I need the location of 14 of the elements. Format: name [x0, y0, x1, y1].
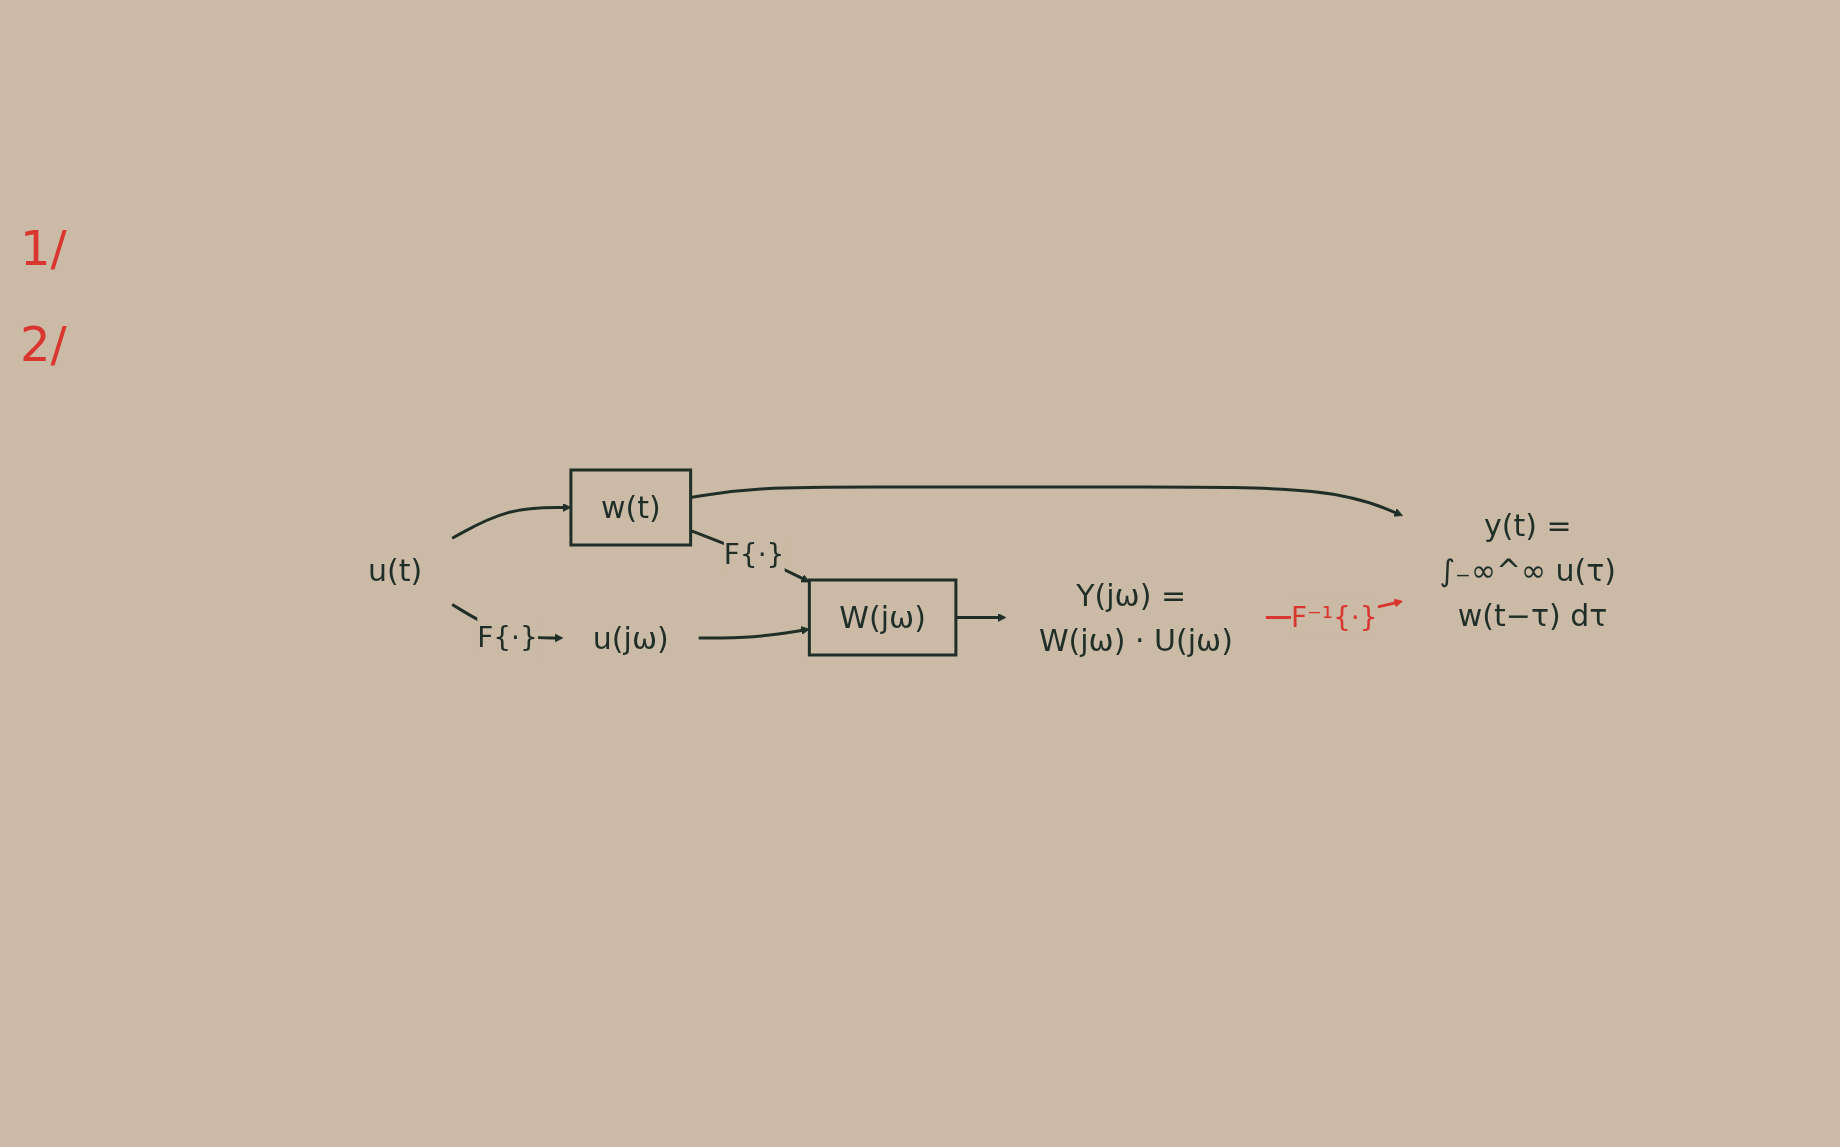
- arrow: [698, 625, 810, 640]
- edge-label: F⁻¹{·}: [1290, 600, 1378, 634]
- node-box: w(t): [569, 468, 692, 547]
- arrow: [955, 612, 1007, 622]
- edge-label: F{·}: [476, 620, 538, 654]
- arrow: [690, 485, 1403, 517]
- edge-label: F{·}: [723, 537, 785, 571]
- step-number: 1/: [20, 220, 68, 276]
- node-text: y(t) = ∫₋∞^∞ u(τ) w(t−τ) dτ: [1439, 507, 1616, 633]
- node-text: u(jω): [592, 620, 669, 656]
- node-text: Y(jω) = W(jω) · U(jω): [1038, 577, 1233, 658]
- node-text: u(t): [367, 552, 422, 588]
- step-number: 2/: [20, 316, 68, 372]
- node-box: W(jω): [807, 578, 958, 657]
